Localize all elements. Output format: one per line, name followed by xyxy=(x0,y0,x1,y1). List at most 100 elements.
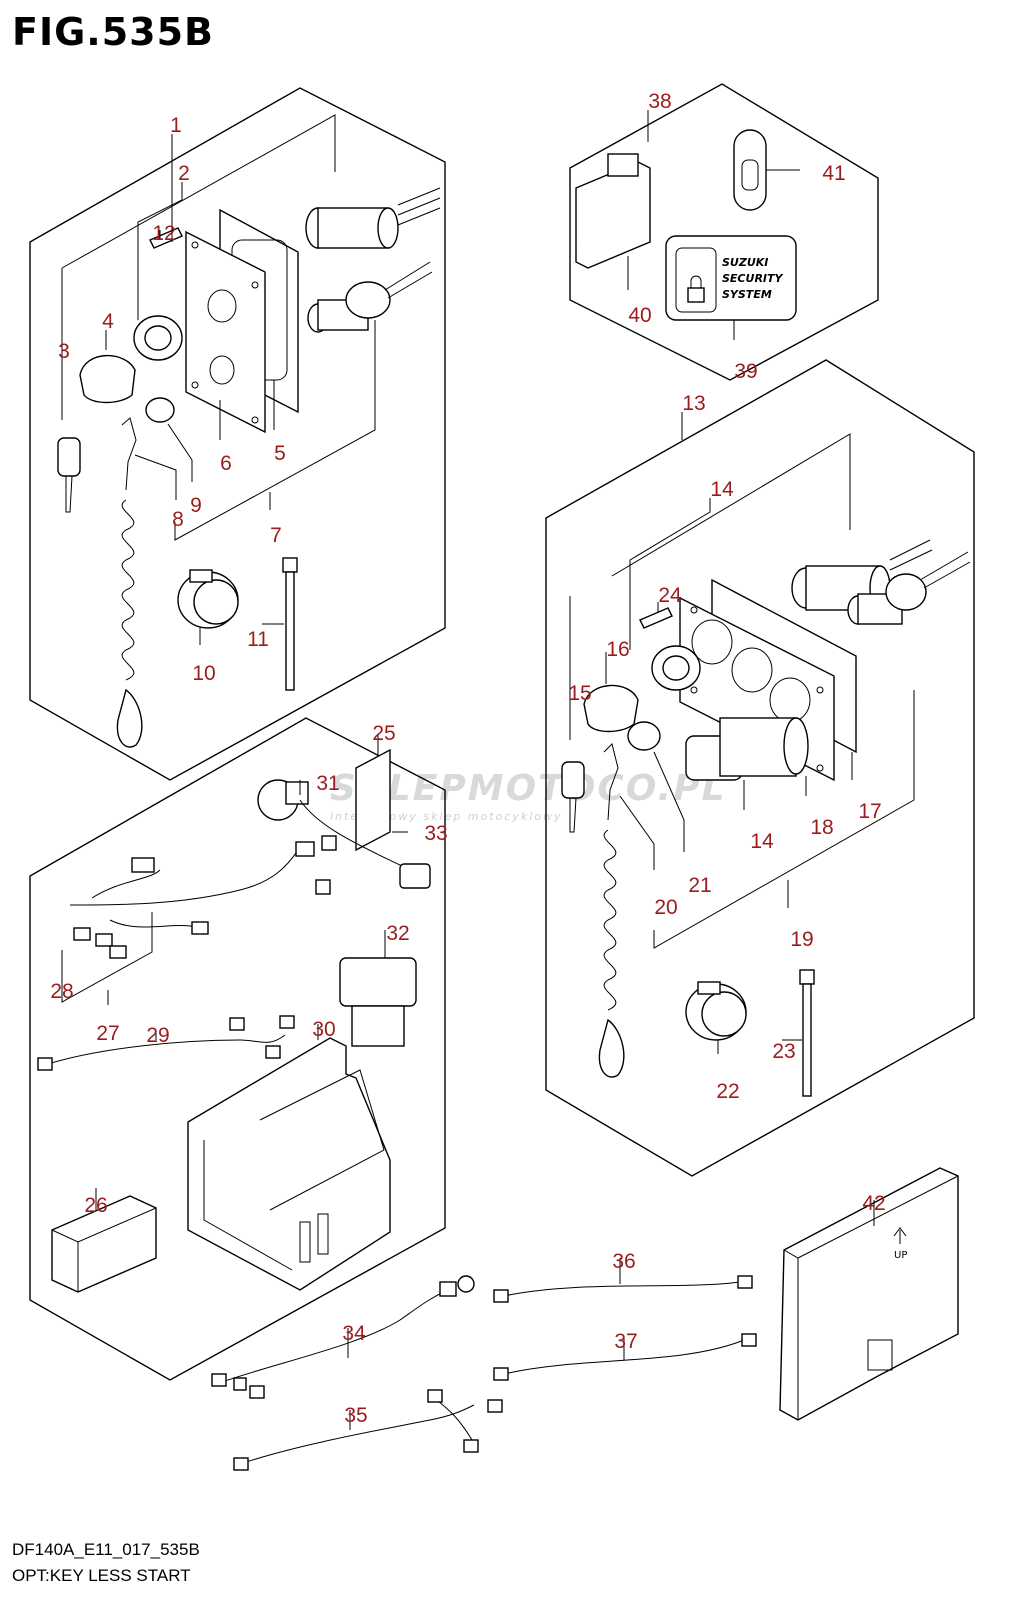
lanyard-part-20 xyxy=(598,743,625,1078)
callout-29: 29 xyxy=(146,1024,169,1047)
callout-4: 4 xyxy=(102,310,114,333)
group-key-switch-assembly xyxy=(29,87,446,781)
cable-part-29 xyxy=(37,1015,295,1071)
washer-part-9 xyxy=(145,397,175,423)
callout-7: 7 xyxy=(270,524,282,547)
callout-35: 35 xyxy=(344,1404,367,1427)
switch-part-31 xyxy=(257,779,431,889)
harness-part-27 xyxy=(61,835,337,1003)
ecu-part-42: UP xyxy=(779,1167,959,1421)
cable-part-36 xyxy=(493,1275,753,1303)
start-switch-part-d xyxy=(791,539,933,611)
leader-14a xyxy=(629,498,711,650)
screw-part-24 xyxy=(639,607,673,629)
leader-2 xyxy=(137,182,183,320)
callout-24: 24 xyxy=(658,584,682,607)
callout-8: 8 xyxy=(172,508,184,531)
callout-37: 37 xyxy=(614,1330,637,1353)
badge-line-2: SECURITY xyxy=(722,272,784,285)
callout-23: 23 xyxy=(772,1040,795,1063)
group-dual-switch-assembly xyxy=(545,359,975,1177)
group-d-bracket-19 xyxy=(653,690,915,949)
callout-36: 36 xyxy=(612,1250,635,1273)
key-part-d xyxy=(561,761,585,833)
plug-part-22 xyxy=(685,981,747,1041)
group-b-frame xyxy=(29,717,446,1381)
callout-14a: 14 xyxy=(710,478,734,501)
badge-part-39: SUZUKI SECURITY SYSTEM xyxy=(665,235,797,321)
bracket-part-30 xyxy=(187,1037,391,1291)
group-a-bracket-7 xyxy=(174,320,376,541)
callout-3: 3 xyxy=(58,340,70,363)
group-c-frame xyxy=(569,83,879,381)
callout-30: 30 xyxy=(312,1018,335,1041)
box-part-26 xyxy=(51,1195,157,1293)
group-a-frame xyxy=(29,87,446,781)
callout-20: 20 xyxy=(654,896,677,919)
callout-12: 12 xyxy=(152,222,175,245)
figure-title: FIG.535B xyxy=(12,10,215,54)
relay-part-32 xyxy=(339,957,417,1047)
group-d-bracket-14 xyxy=(611,433,851,577)
fob-part-41 xyxy=(733,129,767,211)
ignition-switch-part-14 xyxy=(685,717,809,781)
leader-9 xyxy=(167,423,193,482)
stop-switch-part-d xyxy=(847,551,971,625)
callout-34: 34 xyxy=(342,1322,366,1345)
callout-21: 21 xyxy=(688,874,711,897)
callout-11: 11 xyxy=(247,628,269,651)
badge-line-1: SUZUKI xyxy=(722,256,768,269)
screw-part-12 xyxy=(149,227,183,249)
callout-40: 40 xyxy=(628,304,651,327)
callout-22: 22 xyxy=(716,1080,739,1103)
lanyard-part-8 xyxy=(116,417,143,748)
figure-code: DF140A_E11_017_535B xyxy=(12,1540,200,1559)
group-security-system: SUZUKI SECURITY SYSTEM xyxy=(569,83,879,381)
callout-15: 15 xyxy=(568,682,591,705)
callout-39: 39 xyxy=(734,360,757,383)
callout-1: 1 xyxy=(170,114,182,137)
callout-16: 16 xyxy=(606,638,629,661)
leader-21 xyxy=(653,751,685,852)
cable-part-37 xyxy=(493,1333,757,1381)
callout-42: 42 xyxy=(862,1192,885,1215)
cable-part-34 xyxy=(211,1275,475,1399)
nut-part-4 xyxy=(133,315,183,361)
ecu-up-marking: UP xyxy=(894,1250,907,1261)
figure-name: OPT:KEY LESS START xyxy=(12,1566,191,1585)
knob-part-3 xyxy=(79,354,136,404)
panel-plate-6 xyxy=(185,230,266,434)
callout-14b: 14 xyxy=(750,830,774,853)
group-a-bracket-2 xyxy=(61,114,336,269)
leader-8 xyxy=(134,454,177,500)
plate-part-33 xyxy=(355,748,391,852)
callout-17: 17 xyxy=(858,800,881,823)
callout-27: 27 xyxy=(96,1022,119,1045)
callout-18: 18 xyxy=(810,816,833,839)
plug-part-10 xyxy=(177,569,239,629)
callout-31: 31 xyxy=(316,772,339,795)
callout-26: 26 xyxy=(84,1194,107,1217)
watermark-brand: SKLEPMOTOCO.PL xyxy=(330,768,727,809)
callout-6: 6 xyxy=(220,452,232,475)
callout-5: 5 xyxy=(274,442,286,465)
badge-line-3: SYSTEM xyxy=(722,288,772,301)
callouts: 1 2 3 4 5 6 7 8 9 10 11 12 13 14 14 15 1… xyxy=(50,90,885,1427)
loose-parts: UP xyxy=(211,1167,959,1471)
callout-9: 9 xyxy=(190,494,202,517)
leader-20 xyxy=(619,795,655,870)
callout-19: 19 xyxy=(790,928,813,951)
module-part-40 xyxy=(575,153,651,269)
callout-38: 38 xyxy=(648,90,671,113)
callout-25: 25 xyxy=(372,722,395,745)
callout-28: 28 xyxy=(50,980,73,1003)
callout-41: 41 xyxy=(822,162,845,185)
callout-33: 33 xyxy=(424,822,447,845)
callout-10: 10 xyxy=(192,662,215,685)
start-switch-part xyxy=(305,187,441,249)
cable-part-35 xyxy=(233,1389,503,1471)
washer-part-21 xyxy=(627,721,661,751)
knob-part-15 xyxy=(583,684,639,733)
callout-13: 13 xyxy=(682,392,705,415)
